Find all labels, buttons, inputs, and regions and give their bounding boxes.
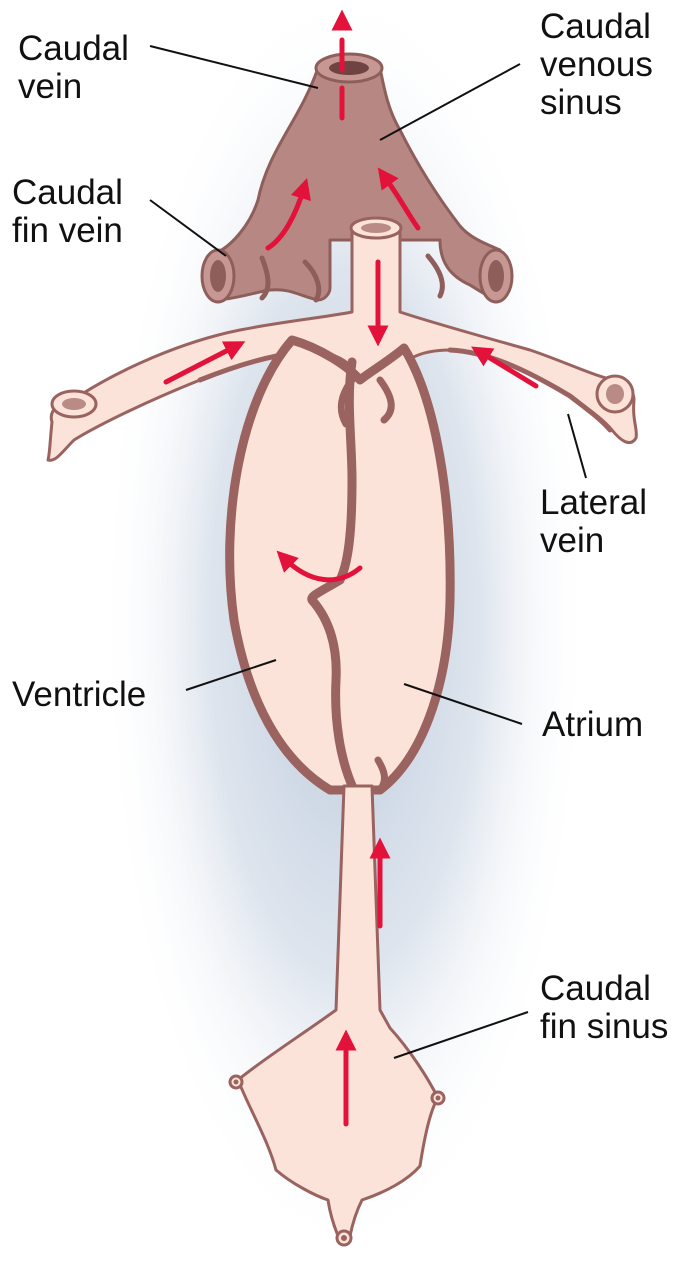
- label-atrium: Atrium: [542, 706, 643, 744]
- label-caudal-fin-vein-line2: fin vein: [12, 212, 123, 250]
- label-caudal-fin-vein: Caudal fin vein: [12, 174, 123, 250]
- label-lateral-vein-line2: vein: [540, 522, 647, 560]
- label-caudal-vein: Caudal vein: [18, 30, 129, 106]
- label-caudal-venous-sinus: Caudal venous sinus: [540, 8, 653, 122]
- label-ventricle: Ventricle: [12, 676, 146, 714]
- label-caudal-fin-sinus: Caudal fin sinus: [540, 970, 668, 1046]
- label-caudal-fin-sinus-line1: Caudal: [540, 970, 668, 1008]
- label-caudal-fin-sinus-line2: fin sinus: [540, 1008, 668, 1046]
- label-ventricle-line1: Ventricle: [12, 676, 146, 714]
- label-caudal-vein-line2: vein: [18, 68, 129, 106]
- label-caudal-venous-sinus-line2: venous: [540, 46, 653, 84]
- label-atrium-line1: Atrium: [542, 706, 643, 744]
- label-lateral-vein-line1: Lateral: [540, 484, 647, 522]
- heart-shape: [230, 340, 451, 790]
- label-caudal-venous-sinus-line1: Caudal: [540, 8, 653, 46]
- label-caudal-venous-sinus-line3: sinus: [540, 84, 653, 122]
- label-caudal-vein-line1: Caudal: [18, 30, 129, 68]
- label-caudal-fin-vein-line1: Caudal: [12, 174, 123, 212]
- label-lateral-vein: Lateral vein: [540, 484, 647, 560]
